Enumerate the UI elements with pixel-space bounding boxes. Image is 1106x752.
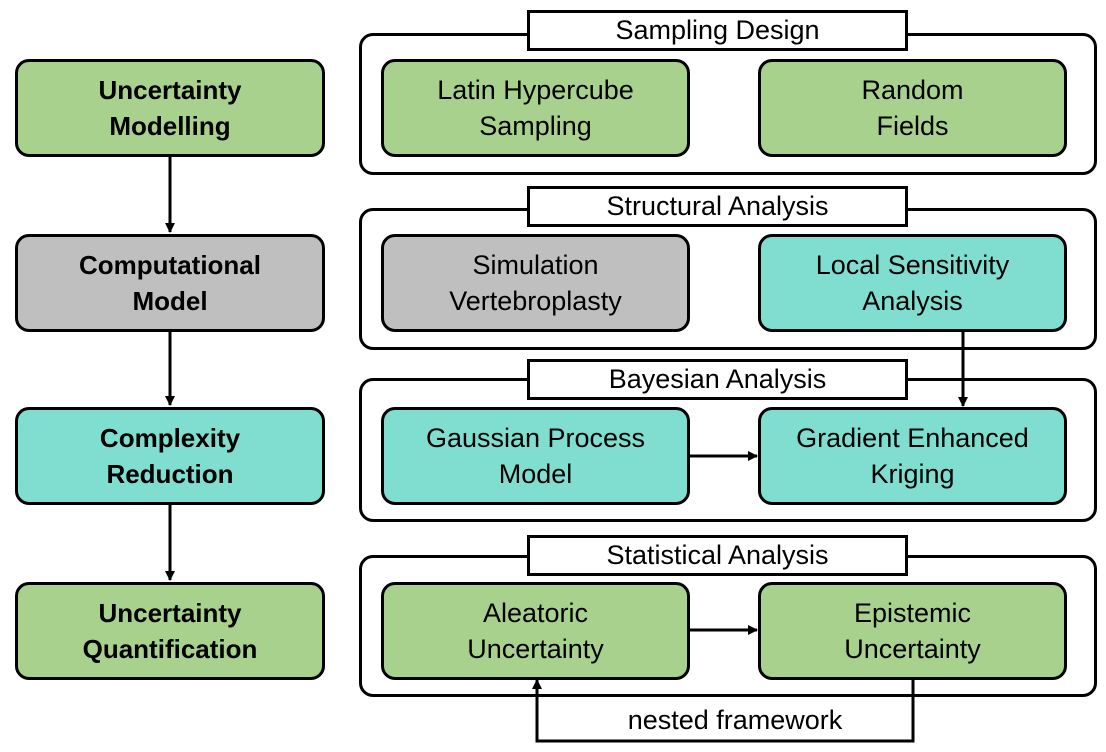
random-fields-label: Random Fields <box>861 75 964 141</box>
aleatoric-uncertainty-box: Aleatoric Uncertainty <box>381 582 690 680</box>
gaussian-process-box: Gaussian Process Model <box>381 407 690 505</box>
nested-framework-label: nested framework <box>627 704 843 735</box>
local-sensitivity-box: Local Sensitivity Analysis <box>758 234 1067 332</box>
latin-hypercube-box: Latin Hypercube Sampling <box>381 59 690 157</box>
uncertainty-modelling-label: Uncertainty Modelling <box>98 75 242 141</box>
nested-framework-loop <box>532 678 915 743</box>
epistemic-uncertainty-label: Epistemic Uncertainty <box>844 598 981 664</box>
complexity-reduction-box: Complexity Reduction <box>15 407 325 505</box>
aleatoric-uncertainty-label: Aleatoric Uncertainty <box>467 598 604 664</box>
gaussian-process-label: Gaussian Process Model <box>425 423 646 489</box>
complexity-reduction-label: Complexity Reduction <box>99 423 241 489</box>
computational-model-label: Computational Model <box>79 250 261 316</box>
latin-hypercube-label: Latin Hypercube Sampling <box>437 75 634 141</box>
simulation-vertebroplasty-box: Simulation Vertebroplasty <box>381 234 690 332</box>
random-fields-box: Random Fields <box>758 59 1067 157</box>
uncertainty-modelling-box: Uncertainty Modelling <box>15 59 325 157</box>
bayesian-analysis-title: Bayesian Analysis <box>527 359 908 400</box>
computational-model-box: Computational Model <box>15 234 325 332</box>
structural-analysis-title: Structural Analysis <box>527 186 908 227</box>
gradient-kriging-label: Gradient Enhanced Kriging <box>796 423 1029 489</box>
statistical-analysis-title: Statistical Analysis <box>527 535 908 576</box>
simulation-vertebroplasty-label: Simulation Vertebroplasty <box>449 250 622 316</box>
local-sensitivity-label: Local Sensitivity Analysis <box>815 250 1010 316</box>
epistemic-uncertainty-box: Epistemic Uncertainty <box>758 582 1067 680</box>
uncertainty-quantification-label: Uncertainty Quantification <box>82 598 258 664</box>
gradient-kriging-box: Gradient Enhanced Kriging <box>758 407 1067 505</box>
uncertainty-quantification-box: Uncertainty Quantification <box>15 582 325 680</box>
sampling-design-title: Sampling Design <box>527 10 908 51</box>
